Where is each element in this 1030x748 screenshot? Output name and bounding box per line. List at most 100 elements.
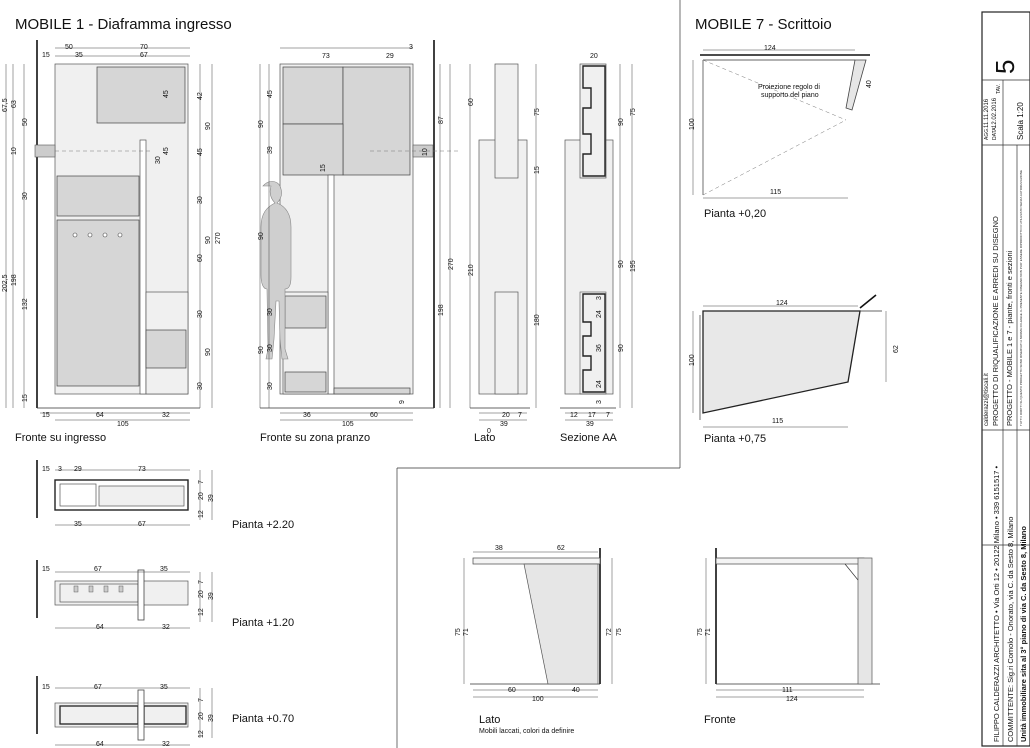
dim-text: 7 [518,412,522,419]
lato-drawing [469,63,537,421]
fronte-ingresso-drawing [5,40,213,421]
dim-text: 124 [764,45,776,52]
dim-text: 32 [162,624,170,631]
dim-text: 7 [606,412,610,419]
dim-text: 75 [630,108,637,116]
dim-text: 10 [422,148,429,156]
view-label: Fronte [704,714,736,726]
m7-fronte-drawing [705,548,880,698]
dim-text: 12 [198,510,205,518]
dim-text: 60 [468,98,475,106]
dim-text: 60 [370,412,378,419]
dim-text: 30 [267,344,274,352]
view-label: Sezione AA [560,432,617,444]
view-label: Pianta +0,20 [704,208,767,220]
agg-label: AGG. [984,127,990,140]
fine-print: TUTTI I DIRITTI SU QUESTO PROGETTO SONO … [1019,169,1023,426]
dim-text: 180 [534,314,541,326]
view-label: Fronte su zona pranzo [260,432,371,444]
title-block-frame [981,11,1030,747]
dim-text: 36 [303,412,311,419]
dim-text: 35 [160,566,168,573]
m7-pianta-020-drawing [692,49,870,199]
human-figure [260,181,292,360]
dim-text: 90 [618,344,625,352]
dim-text: 32 [162,741,170,748]
dim-text: 60 [197,254,204,262]
dim-text: 67,5 [2,98,9,112]
view-label: Lato [479,714,501,726]
dim-text: 87 [438,116,445,124]
dim-text: 115 [770,189,782,196]
dim-text: 39 [267,146,274,154]
note-text: supporto del piano [761,92,819,99]
dim-text: 63 [11,100,18,108]
dim-text: 39 [500,421,508,428]
pianta-070-drawing [36,676,213,746]
dim-text: 3 [596,296,603,300]
dim-text: 17 [588,412,596,419]
dim-text: 15 [42,684,50,691]
mobile1-heading: MOBILE 1 - Diaframma ingresso [15,16,232,33]
dim-text: 12 [198,730,205,738]
dim-text: 20 [198,590,205,598]
dim-text: 39 [208,592,215,600]
view-label: Fronte su ingresso [15,432,107,444]
dim-text: 75 [616,628,623,636]
view-label: Pianta +2.20 [232,519,295,531]
dim-text: 15 [42,52,50,59]
sezione-drawing [560,63,633,421]
footnote: Mobili laccati, colori da definire [479,728,575,735]
dim-text: 67 [94,684,102,691]
dim-text: 40 [572,687,580,694]
dim-text: 29 [74,466,82,473]
dim-text: 29 [386,53,394,60]
dim-text: 50 [22,118,29,126]
view-label: Pianta +0.70 [232,713,295,725]
dim-text: 45 [163,90,170,98]
dim-text: 35 [75,52,83,59]
dim-text: 64 [96,741,104,748]
dim-text: 132 [22,298,29,310]
dim-text: 90 [205,122,212,130]
dim-text: 60 [508,687,516,694]
agg-date: 11.11.2016 [984,98,990,128]
dim-text: 45 [197,148,204,156]
dim-text: 7 [198,580,205,584]
dim-text: 0 [487,428,491,435]
dim-text: 70 [140,44,148,51]
dim-text: 30 [267,308,274,316]
dim-text: 7 [198,480,205,484]
scala-text: Scala 1:20 [1016,102,1025,140]
dim-text: 30 [197,382,204,390]
m7-pianta-075-drawing [692,294,887,428]
dim-text: 30 [155,156,162,164]
dim-text: 24 [596,380,603,388]
dim-text: 35 [160,684,168,691]
dim-text: 198 [438,304,445,316]
dim-text: 210 [468,264,475,276]
email: calderazzi@tiscali.it [984,373,990,426]
view-label: Lato [474,432,496,444]
dim-text: 90 [258,232,265,240]
dim-text: 270 [215,232,222,244]
dim-text: 90 [618,260,625,268]
dim-text: 195 [630,260,637,272]
dim-text: 24 [596,310,603,318]
fronte-pranzo-drawing [259,40,460,421]
dim-text: 105 [117,421,129,428]
dim-text: 15 [534,166,541,174]
dim-text: 124 [776,300,788,307]
dim-text: 90 [258,346,265,354]
dim-text: 3 [596,400,603,404]
dim-text: 15 [22,394,29,402]
dim-text: 35 [74,521,82,528]
dim-text: 198 [11,274,18,286]
dim-text: 115 [772,418,784,425]
progetto-subtitle: PROGETTO - MOBILE 1 e 7 - piante, fronti… [1005,250,1014,426]
dim-text: 39 [586,421,594,428]
dim-text: 15 [320,164,327,172]
dim-text: 75 [455,628,462,636]
dim-text: 71 [705,628,712,636]
